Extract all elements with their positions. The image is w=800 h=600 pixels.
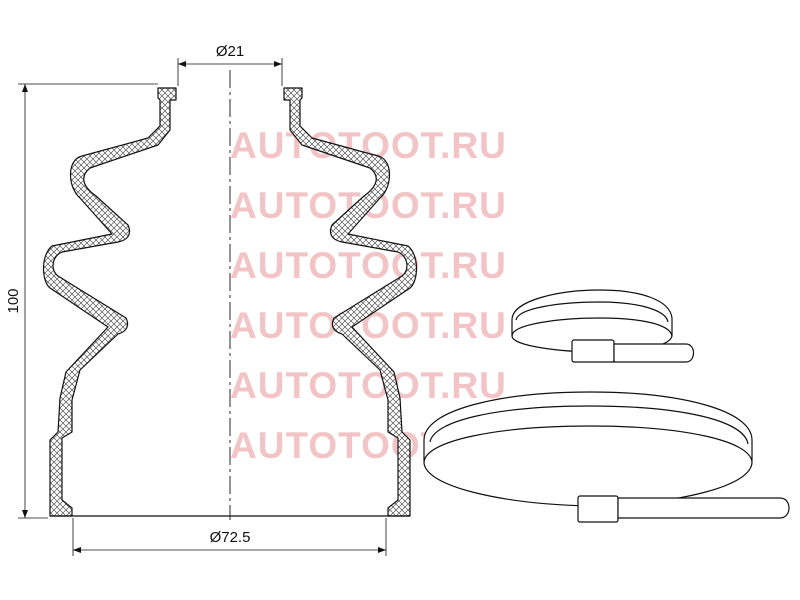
watermark-text: AUTOTOOT.RU bbox=[230, 365, 507, 406]
dimension-large-diameter: Ø72.5 bbox=[72, 518, 387, 556]
dimension-height: 100 bbox=[5, 83, 158, 519]
large-diameter-label: Ø72.5 bbox=[210, 529, 251, 546]
large-clamp-band-icon bbox=[423, 391, 790, 523]
boot-left-wall bbox=[42, 87, 177, 517]
boot-right-wall bbox=[283, 87, 418, 517]
dimension-small-diameter: Ø21 bbox=[177, 43, 283, 86]
cv-boot-cross-section-icon bbox=[42, 70, 418, 520]
small-diameter-label: Ø21 bbox=[216, 43, 244, 60]
watermark-text: AUTOTOOT.RU bbox=[230, 245, 507, 286]
small-clamp-band-icon bbox=[511, 289, 695, 363]
height-label: 100 bbox=[5, 288, 22, 313]
